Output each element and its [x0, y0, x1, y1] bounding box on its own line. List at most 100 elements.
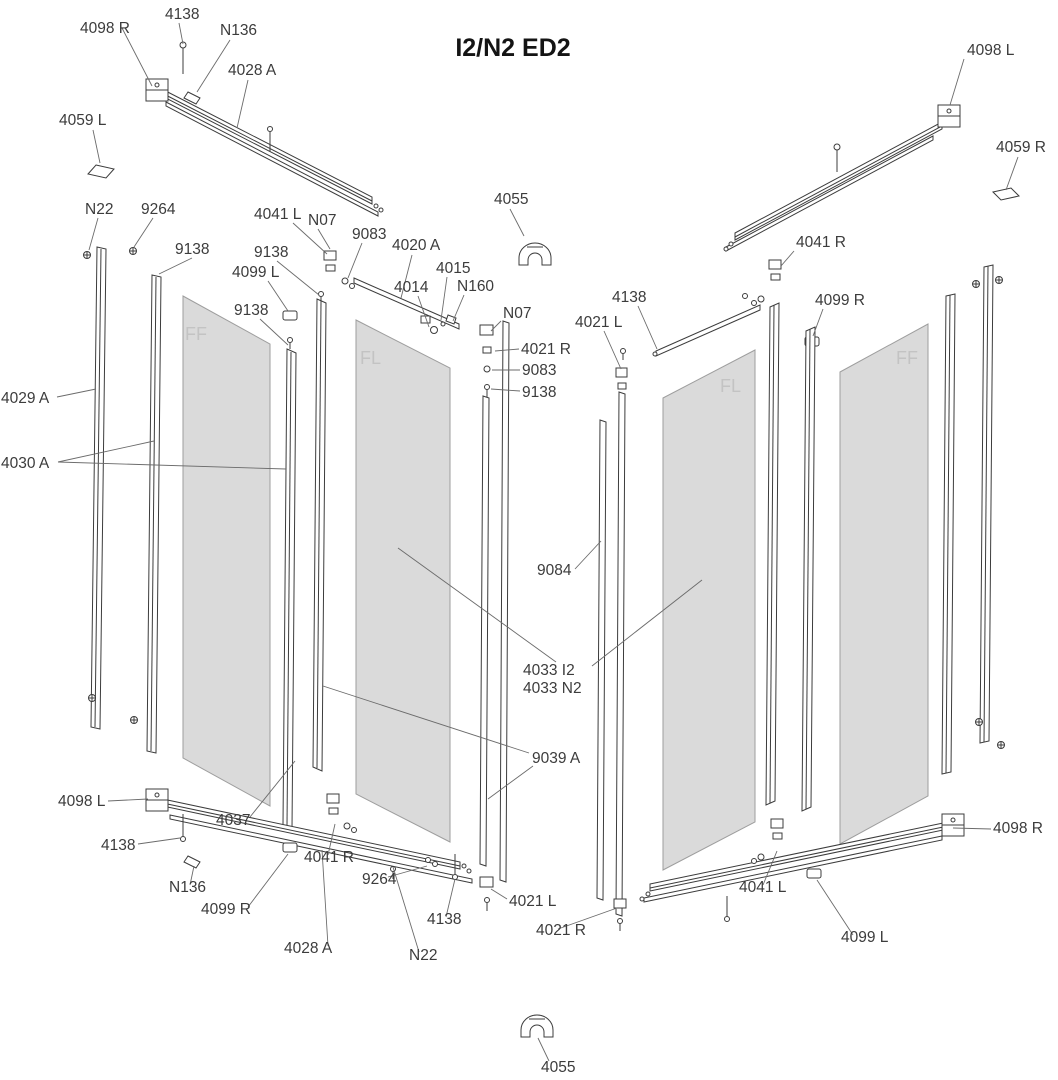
part-label-4029-a: 4029 A: [1, 390, 50, 407]
panel-letter-fl-left: FL: [360, 348, 381, 368]
leader-lines: [56, 22, 1019, 1062]
leader-line: [952, 827, 992, 830]
leader-line: [178, 22, 184, 45]
leader-line: [816, 879, 854, 936]
leader-line: [121, 27, 153, 87]
leader-line: [603, 330, 622, 370]
part-label-n136: N136: [220, 22, 257, 39]
part-label-4059-l: 4059 L: [59, 112, 107, 129]
door-profile-right-inner: [801, 326, 816, 812]
part-label-4138: 4138: [165, 6, 199, 23]
wall-profile-right-1: [941, 293, 956, 775]
leader-line: [249, 760, 296, 818]
part-n136-bottom-left: [183, 855, 201, 869]
leader-line: [56, 388, 97, 398]
leader-line: [762, 850, 778, 886]
panel-letter-ff-left: FF: [185, 324, 207, 344]
part-label-4021-r: 4021 R: [536, 922, 586, 939]
corner-bracket-4098r-bottom: [941, 813, 965, 837]
part-label-4138: 4138: [427, 911, 461, 928]
leader-line: [107, 798, 149, 802]
glass-panel-fl-left: [355, 319, 451, 843]
leader-line: [387, 865, 428, 878]
part-label-4030-a: 4030 A: [1, 455, 50, 472]
part-label-4033-i2: 4033 I2: [523, 662, 575, 679]
part-label-4041-l: 4041 L: [254, 206, 302, 223]
panel-letter-ff-right: FF: [896, 348, 918, 368]
leader-line: [812, 308, 824, 337]
leader-line: [1005, 156, 1019, 191]
part-label-4099-l: 4099 L: [841, 929, 889, 946]
part-label-4037: 4037: [216, 812, 250, 829]
part-label-4098-l: 4098 L: [967, 42, 1015, 59]
door-profile-right-outer: [765, 302, 780, 806]
leader-line: [158, 257, 193, 275]
leader-line: [88, 217, 99, 251]
leader-line: [780, 250, 795, 267]
leader-line: [574, 540, 602, 570]
hardware-4021l-bottom-center: [479, 876, 494, 911]
part-label-4138: 4138: [101, 837, 135, 854]
part-label-9264: 9264: [141, 201, 176, 218]
leader-line: [557, 907, 618, 930]
part-label-4059-r: 4059 R: [996, 139, 1046, 156]
hardware-4041r-bottom-left: [326, 793, 357, 833]
clip-4099r-bottom-left: [282, 842, 298, 853]
wall-profile-4029a: [90, 246, 107, 730]
part-label-9138: 9138: [175, 241, 209, 258]
part-label-4138: 4138: [612, 289, 646, 306]
part-label-4033-n2: 4033 N2: [523, 680, 582, 697]
corner-bracket-4098l-bottom: [145, 788, 169, 812]
leader-line: [292, 222, 328, 255]
leader-line: [392, 866, 420, 953]
leader-line: [322, 685, 530, 754]
part-label-4041-r: 4041 R: [796, 234, 846, 251]
part-label-4098-r: 4098 R: [993, 820, 1043, 837]
seal-strip-right-center: [615, 391, 626, 917]
bottom-rail-right: [639, 821, 949, 903]
corner-bracket-4098l-top: [937, 104, 961, 128]
glass-panel-ff-left: [182, 295, 271, 807]
leader-line: [267, 280, 289, 312]
leader-line: [276, 260, 320, 296]
part-label-4055: 4055: [494, 191, 528, 208]
leader-line: [236, 79, 249, 129]
corner-piece-4055-bottom: [520, 1014, 554, 1038]
leader-line: [537, 1037, 550, 1062]
screw-9138-left: [287, 337, 293, 349]
part-label-4014: 4014: [394, 279, 429, 296]
bottom-rail-left: [157, 797, 473, 884]
part-label-4099-r: 4099 R: [815, 292, 865, 309]
hardware-column-4021l-right: [615, 348, 628, 390]
leader-line: [591, 579, 703, 667]
leader-line: [347, 242, 363, 279]
leader-line: [57, 440, 155, 463]
door-profile-left-outer: [312, 298, 327, 772]
leader-line: [490, 888, 508, 900]
seal-strip-9084: [596, 419, 607, 901]
part-label-9264: 9264: [362, 871, 397, 888]
panel-letter-fl-right: FL: [720, 376, 741, 396]
cap-4059-left: [87, 164, 115, 179]
hardware-column-4021r-left: [479, 324, 494, 397]
leader-line: [321, 849, 329, 947]
top-rail-right: [723, 121, 943, 252]
screw-4138-top-left: [179, 41, 187, 74]
hardware-4041l-bottom-right: [751, 818, 784, 864]
part-label-9084: 9084: [537, 562, 572, 579]
leader-line: [452, 294, 465, 322]
diagram-title: I2/N2 ED2: [455, 34, 570, 62]
door-profile-left-inner: [282, 348, 297, 830]
part-label-n07: N07: [308, 212, 336, 229]
glass-panel-ff-right: [839, 323, 929, 845]
wall-profile-4030a: [146, 274, 162, 754]
part-label-9138: 9138: [254, 244, 288, 261]
leader-line: [417, 295, 430, 328]
part-label-9039-a: 9039 A: [532, 750, 581, 767]
screws-9264-bottom: [425, 857, 438, 867]
part-label-4021-l: 4021 L: [509, 893, 557, 910]
hardware-4041l-top: [318, 250, 355, 305]
part-label-4041-r: 4041 R: [304, 849, 354, 866]
leader-line: [259, 318, 289, 346]
